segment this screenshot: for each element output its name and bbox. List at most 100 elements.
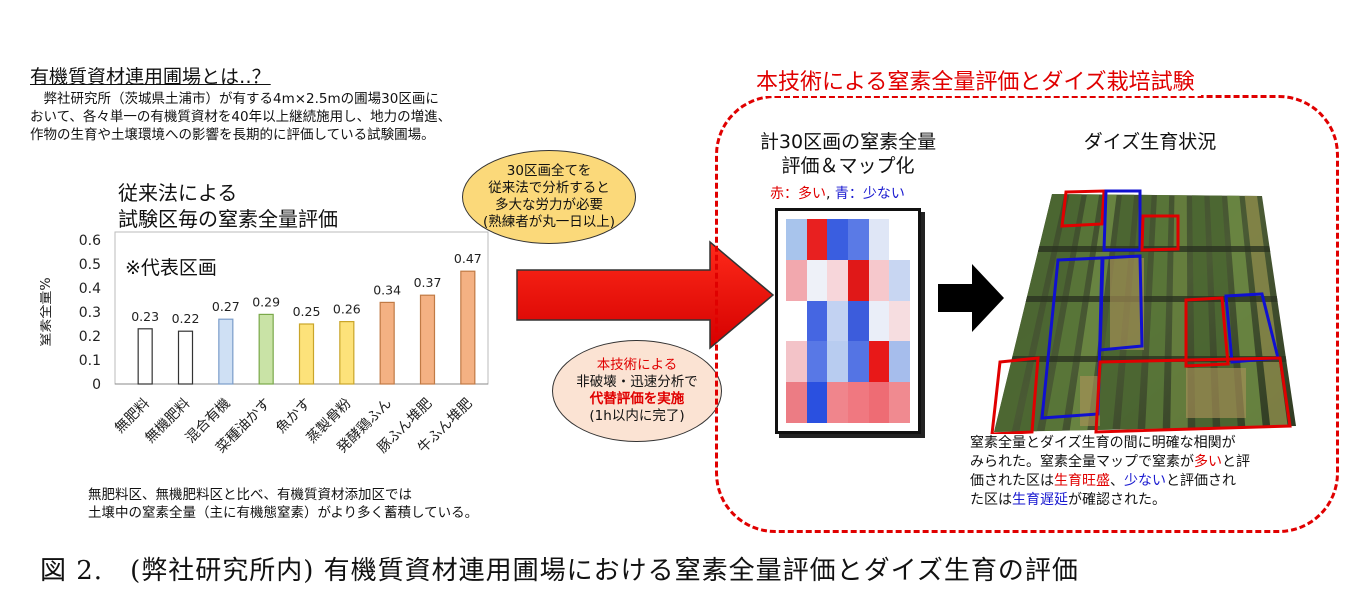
bar [339, 320, 355, 385]
result-text-part: 価された区は [970, 473, 1054, 489]
heatmap-cell [806, 300, 828, 342]
legend-separator: , [826, 186, 831, 202]
chart-note: 無肥料区、無機肥料区と比べ、有機質資材添加区では 土壌中の窒素全量（主に有機態窒… [88, 486, 478, 522]
bar [177, 330, 194, 385]
result-arrow-icon [938, 264, 1004, 332]
bubble-line-emphasis: 代替評価を実施 [589, 391, 685, 407]
map-title-line: 計30区画の窒素全量 [759, 131, 937, 153]
soil-patch [1110, 258, 1144, 350]
heatmap-cell [868, 382, 890, 423]
heatmap-cell [806, 219, 828, 260]
heatmap-cell [786, 219, 807, 260]
bubble-line: 30区画全てを [506, 163, 592, 179]
bar [137, 328, 153, 385]
bar-value-label: 0.37 [414, 275, 442, 290]
legend-blue: 青：少ない [834, 186, 905, 202]
figure-caption: 図 2. (弊社研究所内) 有機質資材連用圃場における窒素全量評価とダイズ生育の… [40, 556, 1079, 586]
bar-value-label: 0.47 [454, 251, 482, 266]
process-arrow-icon [516, 240, 775, 350]
bar [218, 318, 234, 385]
result-text: 窒素全量とダイズ生育の間に明確な相関が みられた。窒素全量マップで窒素が多いと評… [970, 434, 1250, 510]
heatmap-cell [827, 219, 848, 260]
heatmap-cell [868, 300, 890, 342]
heatmap-cell [889, 259, 910, 301]
bar-value-label: 0.22 [172, 311, 200, 326]
bar [419, 294, 436, 385]
y-tick-label: 0 [92, 377, 101, 393]
heatmap-cell [827, 341, 848, 383]
intro-description: 弊社研究所（茨城県土浦市）が有する4m×2.5mの圃場30区画に おいて、各々単… [30, 90, 451, 144]
soy-growth-title: ダイズ生育状況 [1083, 131, 1217, 153]
heatmap-cell [889, 300, 910, 342]
y-tick-label: 0.3 [79, 305, 101, 321]
bubble-line: 非破壊・迅速分析で [576, 374, 698, 390]
heatmap-cell [889, 341, 910, 383]
heatmap-cell [848, 300, 869, 342]
bubble-line: (1h以内に完了) [589, 408, 685, 424]
y-tick-label: 0.5 [79, 257, 101, 273]
field-path [994, 296, 1296, 302]
y-tick-label: 0.6 [79, 233, 101, 249]
bar-value-label: 0.25 [293, 304, 321, 319]
result-text-part: 、 [1110, 473, 1124, 489]
map-title-line: 評価＆マップ化 [781, 155, 915, 177]
result-line: た区は生育遅延が確認された。 [970, 491, 1250, 510]
legend-red: 赤：多い [770, 186, 826, 202]
result-line: 価された区は生育旺盛、少ないと評価され [970, 472, 1250, 491]
result-highlight-red: 生育旺盛 [1054, 473, 1110, 489]
map-title: 計30区画の窒素全量 評価＆マップ化 [718, 130, 978, 178]
heatmap-cell [889, 382, 910, 423]
heatmap-cell [806, 382, 828, 423]
crop-row [1170, 194, 1188, 432]
heatmap-cell [848, 219, 869, 260]
soil-patch [1186, 368, 1246, 418]
crop-row [1019, 194, 1082, 432]
result-highlight-blue: 少ない [1124, 473, 1166, 489]
chart-title-line: 従来法による [118, 181, 238, 205]
y-axis-label: 窒素全量% [40, 277, 54, 346]
bubble-line: 多大な労力が必要 [495, 197, 603, 213]
bar [298, 323, 315, 385]
conventional-method-bubble: 30区画全てを 従来法で分析すると 多大な労力が必要 (熟練者が丸一日以上) [462, 150, 636, 244]
heatmap-cell [806, 259, 828, 301]
chart-annotation: ※代表区画 [125, 257, 217, 279]
crop-row [994, 194, 1065, 432]
result-text-part: と評 [1222, 454, 1250, 470]
y-tick-label: 0.1 [79, 353, 101, 369]
heatmap-cell [786, 382, 807, 423]
bar-value-label: 0.23 [131, 309, 159, 324]
y-tick-label: 0.2 [79, 329, 101, 345]
intro-line: おいて、各々単一の有機質資材を40年以上継続施用し、地力の増進、 [30, 109, 452, 125]
bubble-line: 従来法で分析すると [488, 180, 610, 196]
crop-row [1145, 194, 1170, 432]
heatmap-cell [786, 259, 807, 301]
bar-value-label: 0.27 [212, 299, 240, 314]
soybean-field-photo [990, 189, 1296, 434]
bar-value-label: 0.34 [373, 282, 401, 297]
bubble-line: (熟練者が丸一日以上) [482, 214, 616, 230]
intro-heading: 有機質資材連用圃場とは‥？ [30, 66, 271, 88]
heatmap-cell [868, 341, 890, 383]
bubble-line: 本技術による [596, 357, 678, 373]
map-legend: 赤：多い, 青：少ない [770, 183, 905, 203]
section-title: 本技術による窒素全量評価とダイズ栽培試験 [750, 64, 1201, 96]
result-highlight-blue: 生育遅延 [1012, 492, 1068, 508]
chart-title: 従来法による 試験区毎の窒素全量評価 [118, 180, 338, 232]
heatmap-cell [827, 300, 848, 342]
result-line: みられた。窒素全量マップで窒素が多いと評 [970, 453, 1250, 472]
bar [460, 270, 476, 385]
heatmap-cell [848, 341, 869, 383]
crop-row [1044, 194, 1100, 432]
chart-title-line: 試験区毎の窒素全量評価 [118, 207, 338, 231]
result-line: 窒素全量とダイズ生育の間に明確な相関が [970, 435, 1236, 451]
intro-line: 作物の生育や土壌環境への影響を長期的に評価している試験圃場。 [30, 127, 435, 143]
heatmap-cell [868, 259, 890, 301]
result-text-part: みられた。窒素全量マップで窒素が [970, 454, 1194, 470]
result-text-part: が確認された。 [1068, 492, 1166, 508]
heatmap-cell [848, 382, 869, 423]
bar-value-label: 0.29 [252, 294, 280, 309]
heatmap-cell [786, 341, 807, 383]
heatmap-cell [889, 219, 910, 260]
new-method-bubble: 本技術による 非破壊・迅速分析で 代替評価を実施 (1h以内に完了) [552, 340, 722, 442]
heatmap-cell [827, 259, 848, 301]
